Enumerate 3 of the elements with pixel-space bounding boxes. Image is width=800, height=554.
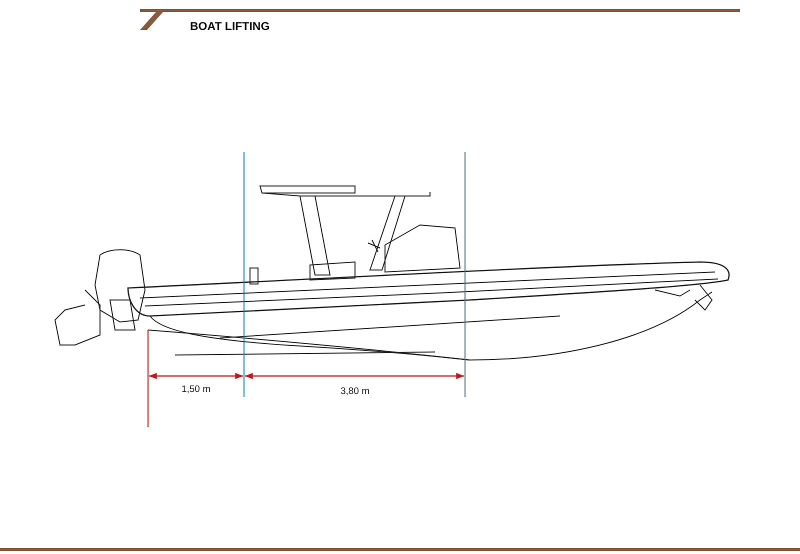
dimension-label: 3,80 m: [340, 386, 370, 397]
title: BOAT LIFTING: [190, 21, 270, 33]
dimension-label: 1,50 m: [181, 384, 211, 395]
